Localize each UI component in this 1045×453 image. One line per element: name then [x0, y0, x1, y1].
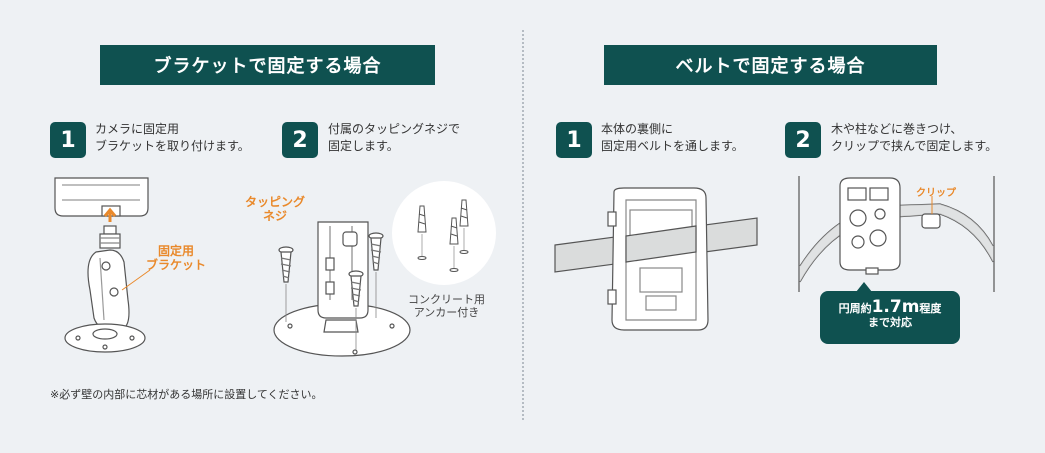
belt-step1-text: 本体の裏側に 固定用ベルトを通します。 — [601, 121, 744, 155]
section-divider — [522, 30, 524, 420]
belt-step2-line1: 木や柱などに巻きつけ、 — [831, 122, 963, 136]
bracket-label-line2: ブラケット — [146, 258, 207, 272]
clip-label: クリップ — [916, 188, 956, 199]
circumference-suffix: 程度 — [919, 302, 942, 315]
anchor-label-line1: コンクリート用 — [408, 293, 485, 306]
belt-step2-number: 2 — [785, 122, 821, 158]
screw-label: タッピング ネジ — [245, 195, 305, 223]
bracket-step2-line1: 付属のタッピングネジで — [328, 122, 461, 136]
circumference-badge: 円周約1.7m程度 まで対応 — [820, 291, 960, 344]
bracket-label-line1: 固定用 — [158, 244, 195, 258]
installation-note: ※必ず壁の内部に芯材がある場所に設置してください。 — [50, 388, 323, 401]
bracket-step2-number: 2 — [282, 122, 318, 158]
bracket-step2-line2: 固定します。 — [328, 139, 399, 153]
bracket-step1-line2: ブラケットを取り付けます。 — [95, 139, 250, 153]
belt-step2-text: 木や柱などに巻きつけ、 クリップで挟んで固定します。 — [831, 121, 997, 155]
bracket-step2-text: 付属のタッピングネジで 固定します。 — [328, 121, 460, 155]
belt-section-title: ベルトで固定する場合 — [604, 45, 937, 85]
anchor-label: コンクリート用 アンカー付き — [408, 293, 485, 319]
circumference-value: 1.7m — [871, 297, 920, 317]
bracket-step1-line1: カメラに固定用 — [95, 122, 180, 136]
anchor-label-line2: アンカー付き — [413, 306, 480, 319]
bracket-step1-number: 1 — [50, 122, 86, 158]
bracket-step1-text: カメラに固定用 ブラケットを取り付けます。 — [95, 121, 250, 155]
bracket-section-title: ブラケットで固定する場合 — [100, 45, 435, 85]
circumference-line1: 円周約1.7m程度 — [820, 297, 960, 317]
belt-step1-line2: 固定用ベルトを通します。 — [601, 139, 744, 153]
bracket-label: 固定用 ブラケット — [146, 244, 206, 272]
belt-step2-line2: クリップで挟んで固定します。 — [831, 139, 998, 153]
circumference-line2: まで対応 — [868, 316, 912, 329]
belt-step1-line1: 本体の裏側に — [601, 122, 674, 136]
screw-label-line2: ネジ — [263, 209, 288, 223]
circumference-prefix: 円周約 — [838, 302, 872, 315]
belt-step1-number: 1 — [556, 122, 592, 158]
screw-label-line1: タッピング — [245, 195, 306, 209]
